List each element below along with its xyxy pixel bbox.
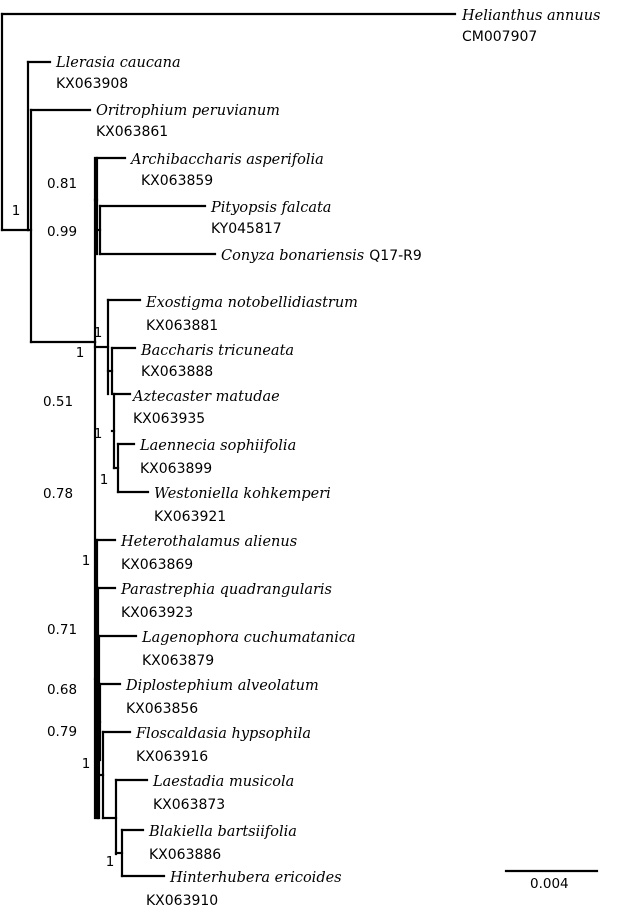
taxon-name-floscaldasia: Floscaldasia hypsophila <box>135 726 311 742</box>
taxon-name-pityopsis: Pityopsis falcata <box>210 200 331 216</box>
taxon-name-helianthus: Helianthus annuus <box>461 8 600 24</box>
accession-heterothalamus: KX063869 <box>121 557 193 573</box>
accession-westoniella: KX063921 <box>154 509 226 525</box>
taxon-name-baccharis: Baccharis tricuneata <box>140 343 294 359</box>
accession-hinterhubera: KX063910 <box>146 893 218 906</box>
support-value-s-1-astereae: 1 <box>76 345 85 361</box>
support-value-s-079: 0.79 <box>47 724 77 740</box>
taxon-name-heterothalamus: Heterothalamus alienus <box>120 534 297 550</box>
support-value-s-051: 0.51 <box>43 394 73 410</box>
accession-oritrophium: KX063861 <box>96 124 168 140</box>
taxon-name-conyza: Conyza bonariensis <box>221 248 364 264</box>
accession-parastrephia: KX063923 <box>121 605 193 621</box>
scale-bar-label: 0.004 <box>530 876 569 892</box>
accession-blakiella: KX063886 <box>149 847 221 863</box>
support-value-s-1-bla: 1 <box>106 854 115 870</box>
accession-diplostephium: KX063856 <box>126 701 198 717</box>
accession-conyza: Q17-R9 <box>369 248 422 264</box>
taxon-name-laennecia: Laennecia sophiifolia <box>139 438 296 454</box>
accession-helianthus: CM007907 <box>462 29 537 45</box>
taxon-name-exostigma: Exostigma notobellidiastrum <box>145 295 358 311</box>
accession-laennecia: KX063899 <box>140 461 212 477</box>
accession-laestadia: KX063873 <box>153 797 225 813</box>
taxon-name-blakiella: Blakiella bartsiifolia <box>148 824 297 840</box>
taxon-name-archibaccharis: Archibaccharis asperifolia <box>129 152 324 168</box>
support-value-s-099: 0.99 <box>47 224 77 240</box>
support-value-s-068: 0.68 <box>47 682 77 698</box>
accession-llerasia: KX063908 <box>56 76 128 92</box>
support-value-s-1-exo: 1 <box>94 325 103 341</box>
support-value-s-1-flo: 1 <box>82 756 91 772</box>
accession-archibaccharis: KX063859 <box>141 173 213 189</box>
support-value-s-081: 0.81 <box>47 176 77 192</box>
taxon-name-laestadia: Laestadia musicola <box>152 774 294 790</box>
support-value-s-root: 1 <box>12 203 21 219</box>
taxon-name-parastrephia: Parastrephia quadrangularis <box>120 582 332 598</box>
taxon-name-hinterhubera: Hinterhubera ericoides <box>169 870 342 886</box>
taxon-name-diplostephium: Diplostephium alveolatum <box>125 678 319 694</box>
accession-aztecaster: KX063935 <box>133 411 205 427</box>
accession-exostigma: KX063881 <box>146 318 218 334</box>
accession-floscaldasia: KX063916 <box>136 749 208 765</box>
support-value-s-071: 0.71 <box>47 622 77 638</box>
accession-lagenophora: KX063879 <box>142 653 214 669</box>
support-value-s-078: 0.78 <box>43 486 73 502</box>
support-value-s-1-lae: 1 <box>100 472 109 488</box>
accession-baccharis: KX063888 <box>141 364 213 380</box>
taxon-name-westoniella: Westoniella kohkemperi <box>154 486 331 502</box>
accession-pityopsis: KY045817 <box>211 221 282 237</box>
taxon-name-llerasia: Llerasia caucana <box>55 55 181 71</box>
support-value-s-1-azt: 1 <box>94 426 103 442</box>
taxon-name-lagenophora: Lagenophora cuchumatanica <box>141 630 356 646</box>
taxon-name-aztecaster: Aztecaster matudae <box>131 389 280 405</box>
taxon-name-oritrophium: Oritrophium peruvianum <box>96 103 280 119</box>
support-value-s-1-het: 1 <box>82 553 91 569</box>
